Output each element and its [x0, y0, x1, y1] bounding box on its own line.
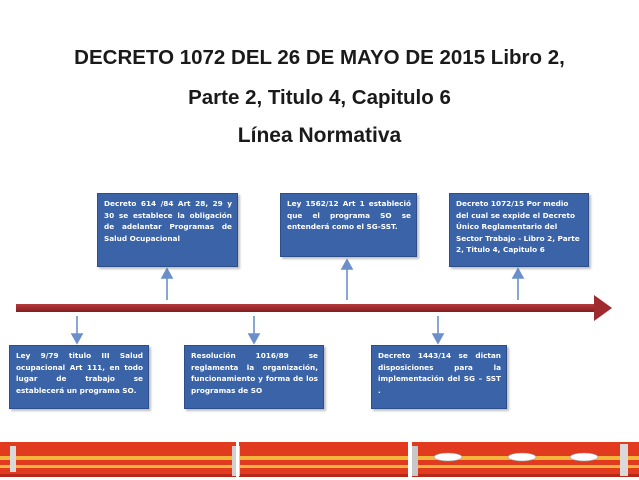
event-box-decreto-1072: Decreto 1072/15 Por medio del cual se ex… — [449, 193, 589, 267]
connector-decreto-614 — [160, 267, 174, 300]
event-box-ley-1562: Ley 1562/12 Art 1 estableció que el prog… — [280, 193, 417, 257]
decorative-train-band — [0, 436, 639, 480]
event-box-decreto-1443: Decreto 1443/14 se dictan disposiciones … — [371, 345, 507, 409]
connector-ley-1562 — [340, 258, 354, 300]
timeline-axis-arrow — [16, 295, 612, 321]
page-title-line2: Parte 2, Titulo 4, Capitulo 6 — [188, 86, 451, 109]
event-box-resolucion-1016: Resolución 1016/89 se reglamenta la orga… — [184, 345, 324, 409]
page-title-line1: DECRETO 1072 DEL 26 DE MAYO DE 2015 Libr… — [74, 46, 565, 69]
connector-decreto-1443 — [431, 316, 445, 345]
connector-resolucion-1016 — [247, 316, 261, 345]
event-box-ley-9: Ley 9/79 titulo III Salud ocupacional Ar… — [9, 345, 149, 409]
connector-decreto-1072 — [511, 267, 525, 300]
connector-ley-9 — [70, 316, 84, 345]
event-box-decreto-614: Decreto 614 /84 Art 28, 29 y 30 se estab… — [97, 193, 238, 267]
page-subtitle: Línea Normativa — [237, 124, 402, 147]
